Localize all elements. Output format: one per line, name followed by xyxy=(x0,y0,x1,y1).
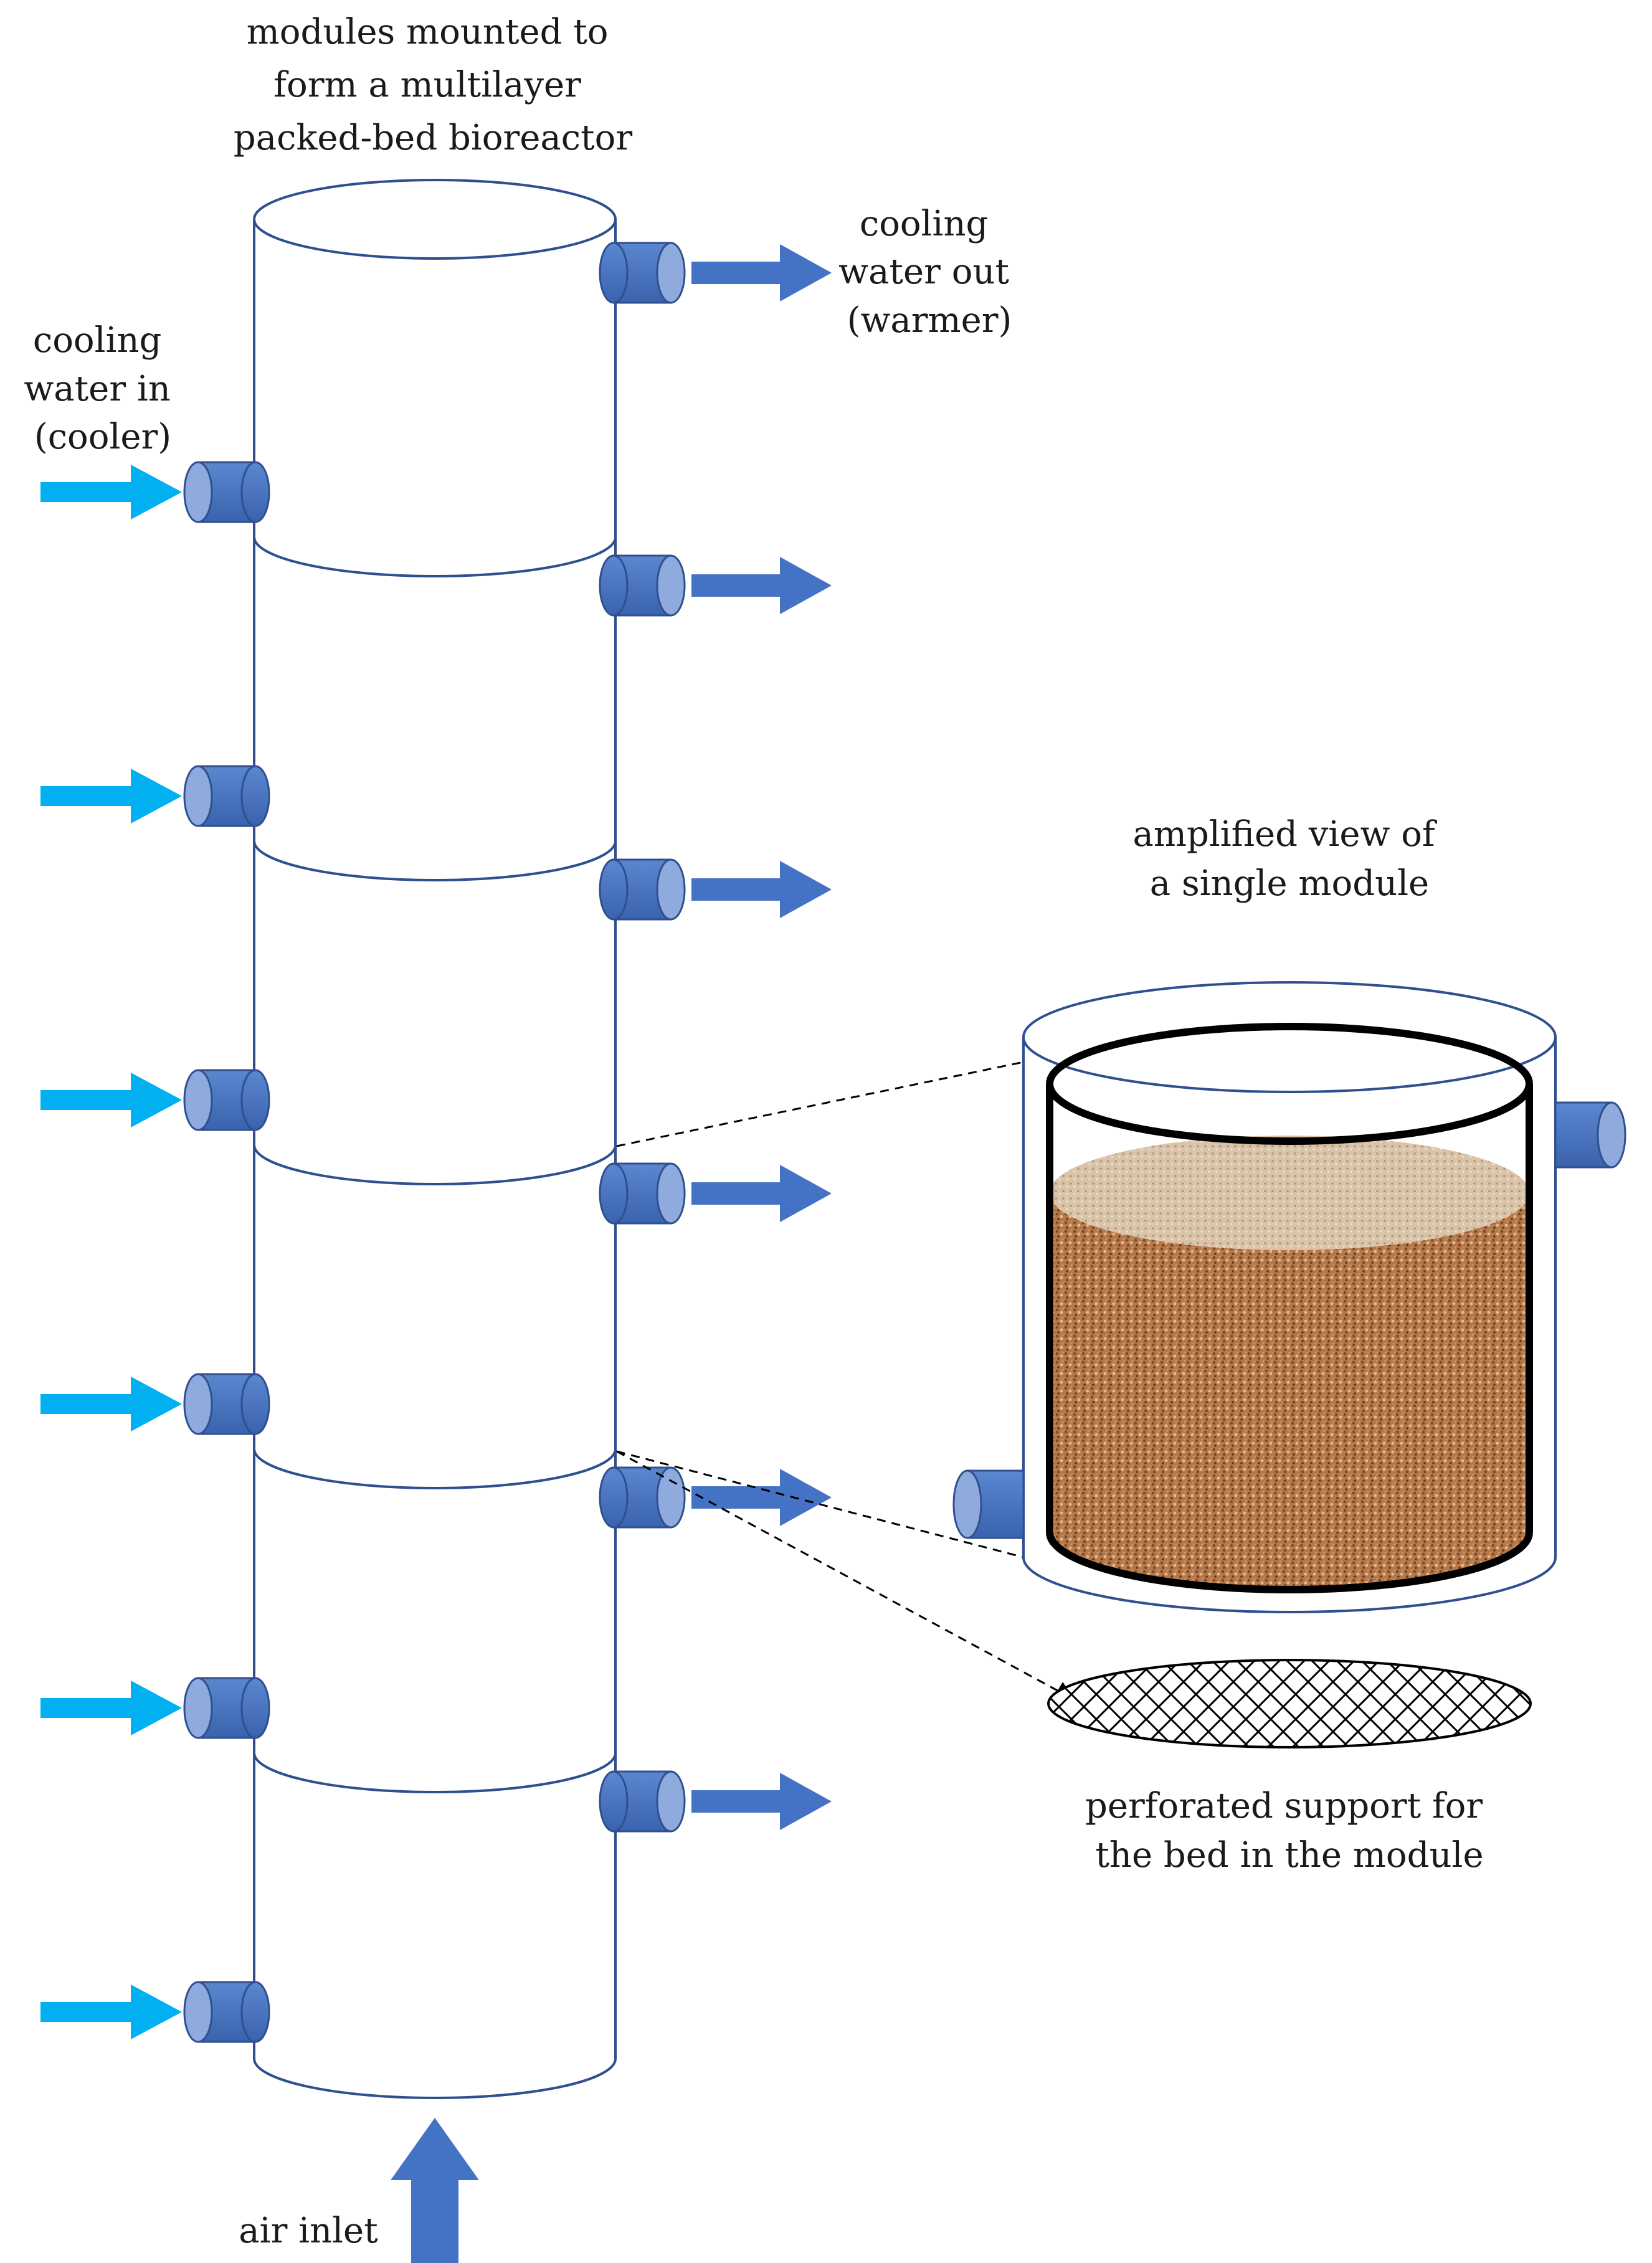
inlet-port-2 xyxy=(183,765,270,827)
bed-top-surface xyxy=(1050,1136,1529,1250)
perforated-line-2: the bed in the module xyxy=(1095,1835,1483,1876)
amplified-line-2: a single module xyxy=(1150,863,1429,904)
projection-line-support xyxy=(616,1450,1063,1694)
outlet-arrow-5 xyxy=(691,1469,832,1526)
amplified-module xyxy=(952,981,1626,1613)
title-line-1: modules mounted to xyxy=(247,12,609,52)
outlet-port-5 xyxy=(599,1466,686,1529)
water-out-line-3: (warmer) xyxy=(847,300,1012,341)
bed-body xyxy=(1050,1193,1529,1590)
projection-line-top xyxy=(616,1061,1024,1147)
inlet-ports xyxy=(183,461,270,2043)
amplified-line-1: amplified view of xyxy=(1133,814,1438,855)
outlet-arrow-4 xyxy=(691,1165,832,1222)
outlet-arrow-1 xyxy=(691,244,832,301)
column-top-ellipse xyxy=(253,179,617,260)
outlet-port-4 xyxy=(599,1162,686,1225)
inlet-port-5 xyxy=(183,1677,270,1739)
inlet-arrow-5 xyxy=(40,1681,182,1735)
module-inlet-port xyxy=(952,1469,1025,1539)
perforated-support-label: perforated support for the bed in the mo… xyxy=(1085,1786,1494,1876)
outlet-port-3 xyxy=(599,858,686,921)
module-seam-1 xyxy=(253,536,617,577)
inlet-port-3 xyxy=(183,1069,270,1131)
inlet-port-1 xyxy=(183,461,270,523)
inlet-port-6 xyxy=(183,1981,270,2043)
water-in-line-3: (cooler) xyxy=(34,417,171,457)
module-outlet-port xyxy=(1554,1101,1626,1169)
water-out-line-2: water out xyxy=(838,252,1009,292)
inlet-port-4 xyxy=(183,1373,270,1435)
outlet-arrows xyxy=(691,244,832,1830)
water-in-line-2: water in xyxy=(24,369,171,409)
outlet-arrow-6 xyxy=(691,1773,832,1830)
perforated-line-1: perforated support for xyxy=(1085,1786,1483,1826)
water-in-line-1: cooling xyxy=(33,320,162,361)
water-out-label: cooling water out (warmer) xyxy=(838,204,1020,341)
inlet-arrows xyxy=(40,465,182,2039)
inlet-arrow-1 xyxy=(40,465,182,519)
module-seam-3 xyxy=(253,1144,617,1185)
inlet-arrow-4 xyxy=(40,1377,182,1431)
module-seam-4 xyxy=(253,1448,617,1489)
amplified-view-label: amplified view of a single module xyxy=(1133,814,1446,904)
projection-line-bottom xyxy=(616,1450,1024,1558)
outlet-port-1 xyxy=(599,242,686,304)
perforated-support-mesh xyxy=(1047,1659,1532,1748)
outlet-ports xyxy=(599,242,686,1833)
reactor-column xyxy=(253,179,617,2099)
air-inlet-arrow xyxy=(391,2118,479,2263)
water-out-line-1: cooling xyxy=(860,204,989,244)
title-line-3: packed-bed bioreactor xyxy=(234,118,632,158)
air-inlet-label: air inlet xyxy=(239,2211,378,2251)
projection-lines xyxy=(616,1061,1063,1694)
column-bottom-arc xyxy=(253,2058,617,2099)
inlet-arrow-2 xyxy=(40,769,182,823)
module-seam-2 xyxy=(253,840,617,881)
title-label: modules mounted to form a multilayer pac… xyxy=(234,12,632,158)
inner-container xyxy=(1046,1023,1533,1593)
outlet-port-2 xyxy=(599,554,686,617)
title-line-2: form a multilayer xyxy=(273,65,581,105)
inlet-arrow-3 xyxy=(40,1073,182,1127)
outlet-arrow-3 xyxy=(691,861,832,918)
inlet-arrow-6 xyxy=(40,1985,182,2039)
outlet-port-6 xyxy=(599,1770,686,1833)
module-seam-5 xyxy=(253,1752,617,1793)
water-in-label: cooling water in (cooler) xyxy=(24,320,181,457)
outlet-arrow-2 xyxy=(691,557,832,614)
